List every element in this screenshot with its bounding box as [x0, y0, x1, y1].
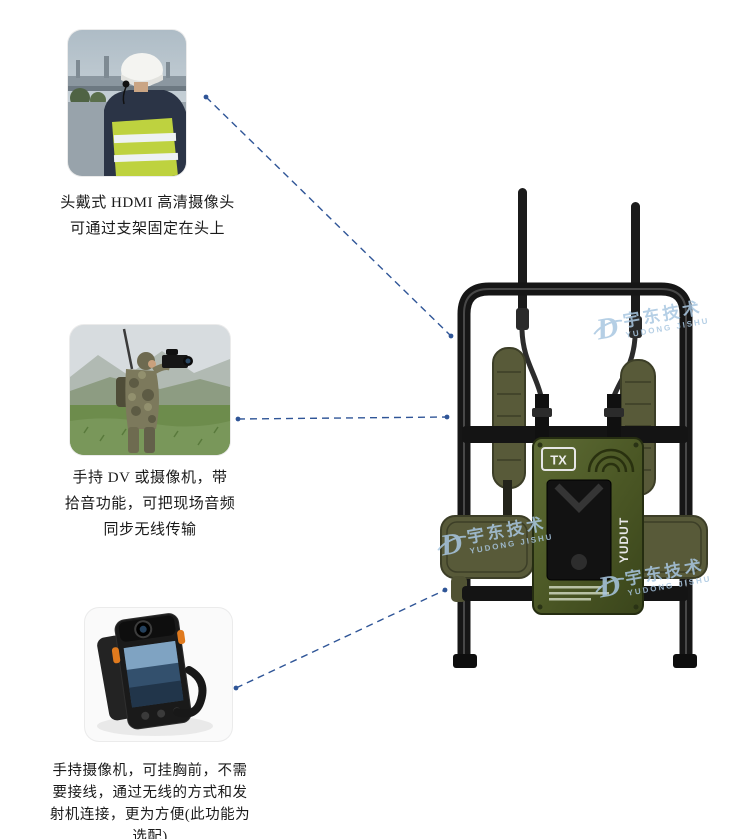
hanging-hook — [173, 666, 207, 718]
photo-handheld-dv-illustration — [70, 325, 230, 455]
carry-frame — [453, 282, 697, 668]
caption-head-camera: 头戴式 HDMI 高清摄像头 可通过支架固定在头上 — [30, 190, 265, 242]
photo-chest-camera-illustration — [85, 608, 232, 741]
photo-handheld-dv — [70, 325, 230, 455]
caption-chest-camera: 手持摄像机，可挂胸前，不需 要接线，通过无线的方式和发 射机连接，更为方便(此功… — [30, 760, 270, 839]
battery-mount-plate — [546, 479, 612, 581]
body-camera-device — [111, 613, 192, 730]
caption-line: 手持 DV 或摄像机，带 — [72, 470, 228, 486]
caption-line: 手持摄像机，可挂胸前，不需 — [52, 763, 248, 779]
caption-line: 头戴式 HDMI 高清摄像头 — [60, 195, 235, 211]
dv-camcorder — [162, 355, 188, 368]
connector-endpoints — [203, 94, 454, 691]
photo-head-camera — [68, 30, 186, 176]
speaker-grille — [587, 448, 635, 473]
tx-label-box — [541, 447, 576, 471]
shoulder-strap-left — [492, 347, 526, 522]
photo-head-camera-illustration — [68, 30, 186, 176]
radio-antenna — [122, 328, 134, 370]
transmitter-unit: TX YUDUT — [532, 437, 644, 615]
brand-label: YUDUT — [617, 517, 631, 563]
caption-line: 要接线，通过无线的方式和发 — [52, 785, 248, 801]
hi-vis-vest — [112, 118, 178, 176]
caption-handheld-dv: 手持 DV 或摄像机，带 拾音功能，可把现场音频 同步无线传输 — [38, 465, 262, 543]
connector-line-handheld-dv — [237, 416, 448, 420]
caption-line: 可通过支架固定在头上 — [69, 221, 225, 237]
caption-line: 拾音功能，可把现场音频 — [64, 496, 236, 512]
tx-label: TX — [550, 453, 567, 468]
antenna-connectors — [532, 394, 624, 442]
head-camera-earpiece — [122, 80, 130, 88]
photo-chest-camera — [85, 608, 232, 741]
caption-line: 同步无线传输 — [103, 522, 197, 538]
orange-side-button — [111, 647, 121, 664]
caption-line: 选配) — [132, 829, 168, 839]
spec-text-lines — [549, 586, 609, 601]
caption-line: 射机连接，更为方便(此功能为 — [49, 807, 251, 823]
connector-line-chest-camera — [235, 589, 446, 689]
white-helmet — [121, 53, 163, 87]
backpack-transmitter: TX YUDUT — [440, 188, 708, 668]
